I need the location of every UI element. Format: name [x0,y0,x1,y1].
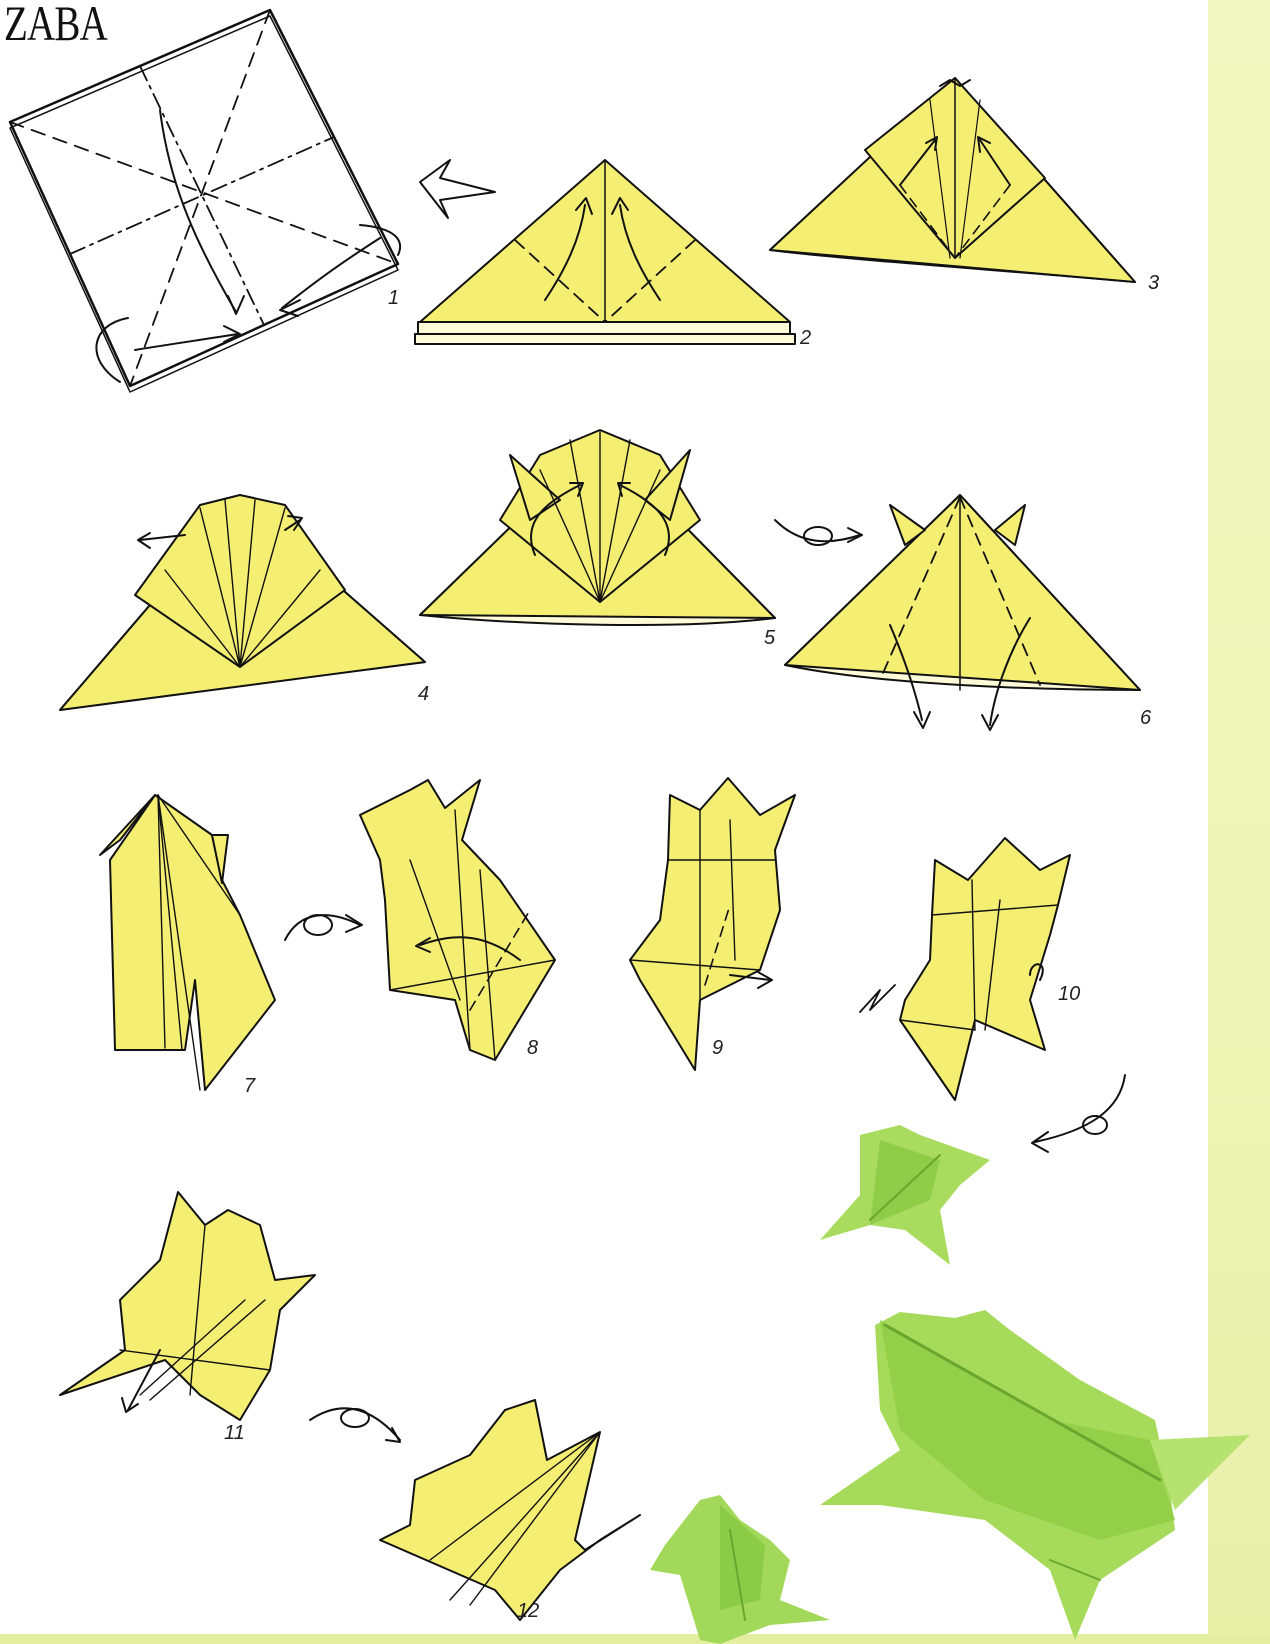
step-12-diagram [380,1400,640,1620]
step-7-diagram [100,795,275,1090]
flip-over-icon-2 [285,915,362,940]
step-number-7: 7 [244,1075,255,1098]
step-number-12: 12 [517,1600,539,1623]
flip-over-icon-4 [310,1408,400,1442]
step-8-diagram [360,780,555,1060]
step-number-2: 2 [800,327,811,350]
frog-photo-large [820,1310,1250,1640]
frog-photo-small-top [820,1125,990,1265]
step-number-9: 9 [712,1037,723,1060]
step-4-diagram [60,495,425,710]
step-9-diagram [630,778,795,1070]
step-number-10: 10 [1058,983,1080,1006]
step-1-diagram [10,10,400,392]
step-number-1: 1 [388,287,399,310]
flip-over-icon-3 [1032,1075,1125,1152]
step-10-diagram [860,838,1070,1100]
step-number-4: 4 [418,683,429,706]
step-number-6: 6 [1140,707,1151,730]
step-6-diagram [785,495,1140,730]
step-11-diagram [60,1192,315,1420]
step-number-3: 3 [1148,272,1159,295]
frog-photo-small-bottom [650,1495,830,1644]
step-5-diagram [420,430,775,625]
step-number-8: 8 [527,1037,538,1060]
step-3-diagram [770,78,1135,282]
step-2-diagram [415,160,795,344]
flip-over-icon [775,520,862,545]
step-number-5: 5 [764,627,775,650]
fold-symbol-icon [420,160,495,218]
step-number-11: 11 [224,1422,245,1445]
